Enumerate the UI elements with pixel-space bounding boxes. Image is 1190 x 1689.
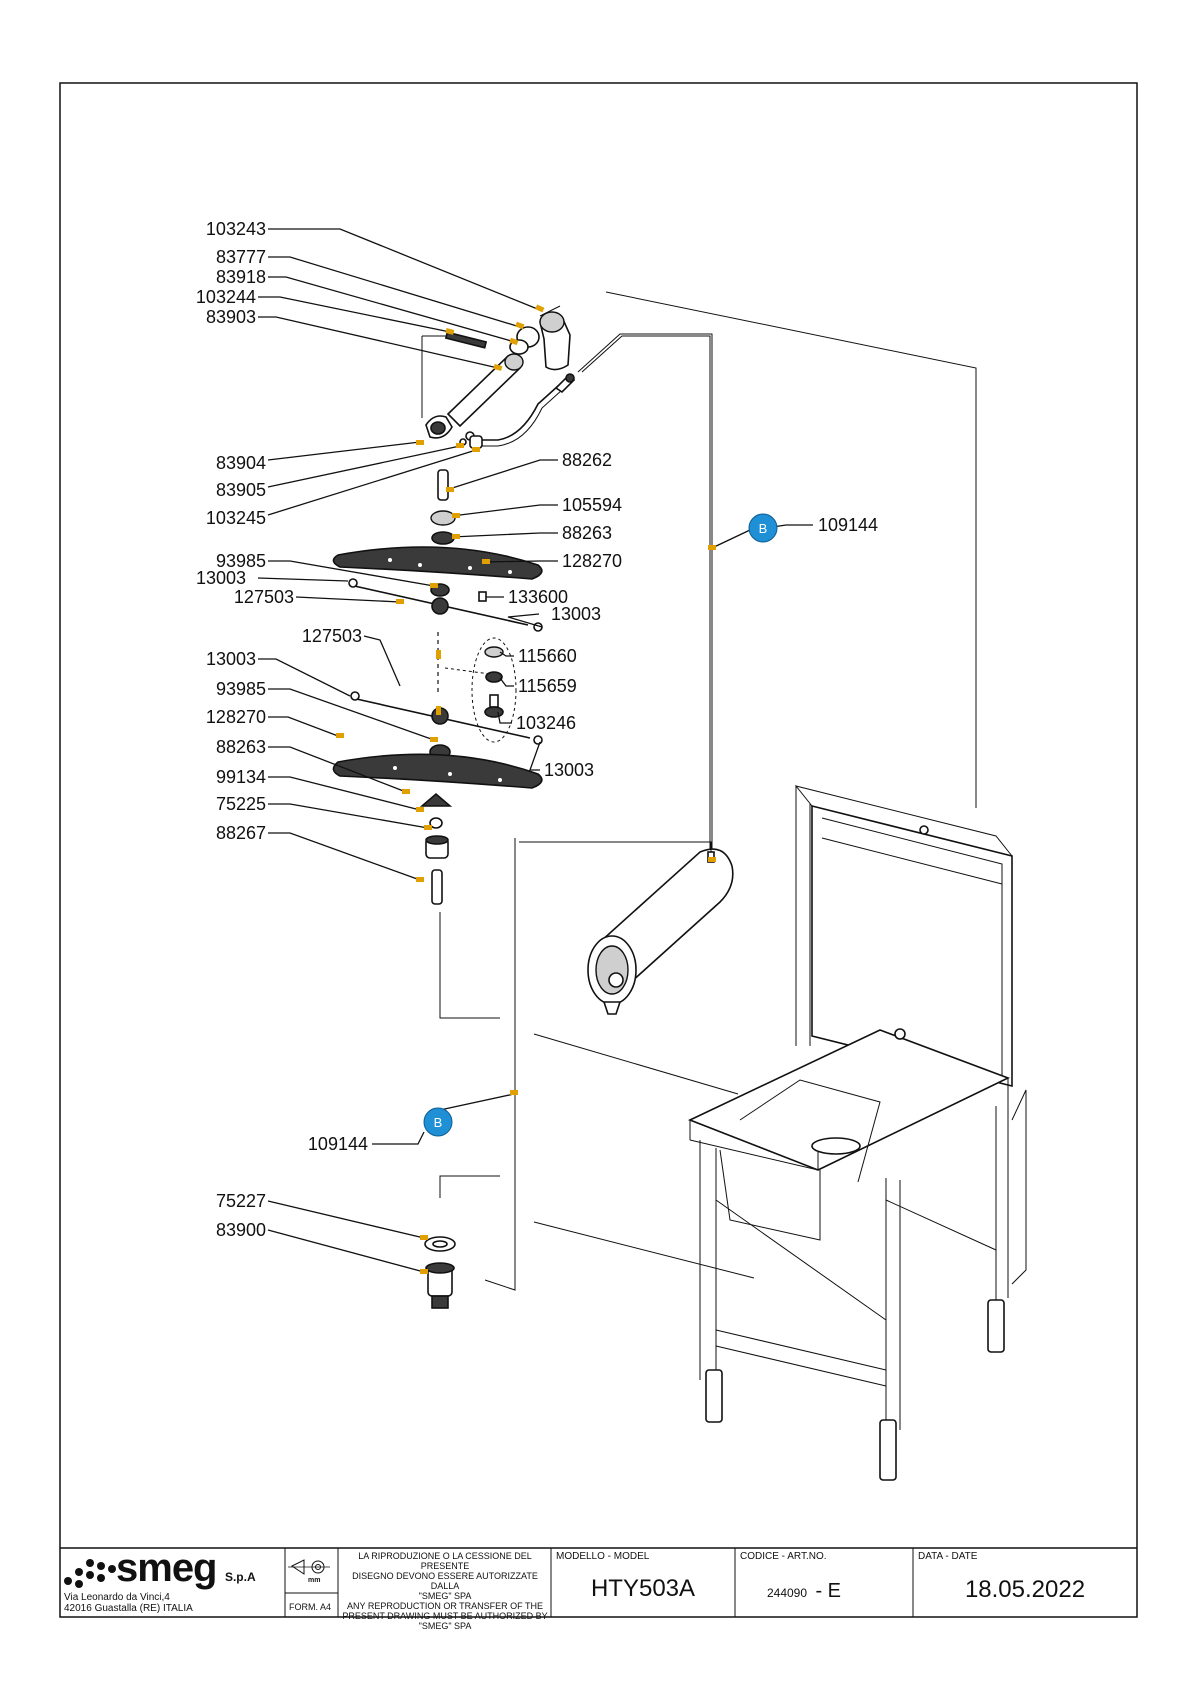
date-header: DATA - DATE (918, 1551, 978, 1562)
callout-label: 88267 (216, 823, 266, 843)
callout-label: 13003 (196, 568, 246, 588)
callout-label: 127503 (234, 587, 294, 607)
code-revision: - E (815, 1580, 842, 1602)
callout-label: 103243 (206, 219, 266, 239)
callout-label: 83905 (216, 480, 266, 500)
callout-label: 99134 (216, 767, 266, 787)
callout-label: 93985 (216, 551, 266, 571)
callout-label: 103246 (516, 713, 576, 733)
address-line-2: 42016 Guastalla (RE) ITALIA (64, 1603, 193, 1614)
wash-pipe-upper (469, 373, 576, 449)
main-hose-line (577, 333, 713, 854)
callout-label: 93985 (216, 679, 266, 699)
callout-label: 128270 (206, 707, 266, 727)
sheet-border (59, 82, 1138, 1618)
notice-line: "SMEG" SPA (418, 1621, 472, 1631)
code-value-row: 244090 - E (695, 1580, 913, 1603)
callout-label: 83900 (216, 1220, 266, 1240)
callout-label: 133600 (508, 587, 568, 607)
lower-spray-arm-assembly (332, 691, 543, 905)
pointer-arrows (336, 304, 716, 1274)
reference-badge: B (423, 1107, 453, 1137)
callout-label: 13003 (551, 604, 601, 624)
callout-label: 83904 (216, 453, 266, 473)
badge-circle (748, 513, 778, 543)
badge-letter: B (759, 521, 768, 536)
notice-line: PRESENT DRAWING MUST BE AUTHORIZED BY (342, 1611, 548, 1621)
code-cell: CODICE - ART.NO. 244090 - E (735, 1548, 913, 1617)
upper-spray-arm-assembly (332, 469, 543, 632)
address-line-1: Via Leonardo da Vinci,4 (64, 1592, 170, 1603)
callout-label: 115660 (518, 646, 577, 666)
callout-label: 83903 (206, 307, 256, 327)
heater-boiler (587, 848, 734, 1015)
date-value: 18.05.2022 (964, 1576, 1086, 1603)
smeg-logo-dots (64, 1559, 116, 1588)
callout-label: 105594 (562, 495, 622, 515)
callout-label: 128270 (562, 551, 622, 571)
code-value: 244090 (766, 1586, 808, 1600)
model-header: MODELLO - MODEL (556, 1551, 650, 1562)
notice-line: LA RIPRODUZIONE O LA CESSIONE DEL PRESEN… (358, 1551, 532, 1571)
model-value: HTY503A (590, 1575, 696, 1602)
code-header: CODICE - ART.NO. (740, 1551, 827, 1562)
company-brand: smeg S.p.A (116, 1548, 286, 1588)
callout-label: 88263 (562, 523, 612, 543)
brand-suffix: S.p.A (224, 1570, 256, 1584)
badge-letter: B (434, 1115, 443, 1130)
notice-line: ANY REPRODUCTION OR TRANSFER OF THE (346, 1601, 544, 1611)
notice-line: "SMEG" SPA (418, 1591, 472, 1601)
callout-labels: 103243 83777 83918 103244 83903 83904 83… (196, 219, 878, 1240)
format-label: FORM. A4 (289, 1602, 332, 1612)
bottom-fitting (424, 1236, 456, 1309)
callout-label: 75227 (216, 1191, 266, 1211)
callout-label: 103245 (206, 508, 266, 528)
reproduction-notice: LA RIPRODUZIONE O LA CESSIONE DEL PRESEN… (340, 1551, 550, 1631)
callout-label: 88262 (562, 450, 612, 470)
leader-lines (257, 228, 813, 1273)
callout-label: 115659 (518, 676, 577, 696)
brand-name: smeg (116, 1546, 217, 1590)
callout-label: 88263 (216, 737, 266, 757)
dishwasher-frame (539, 291, 1027, 1481)
title-block-frame (60, 1547, 1137, 1617)
callout-label: 75225 (216, 794, 266, 814)
reference-badge: B (748, 513, 778, 543)
lower-pipe-run (439, 838, 755, 1291)
callout-label: 127503 (302, 626, 362, 646)
callout-label: 103244 (196, 287, 256, 307)
callout-label: 13003 (206, 649, 256, 669)
model-cell: MODELLO - MODEL HTY503A (551, 1548, 735, 1617)
badge-circle (423, 1107, 453, 1137)
date-cell: DATA - DATE 18.05.2022 (913, 1548, 1137, 1617)
callout-label: 13003 (544, 760, 594, 780)
upper-elbow-assembly (421, 311, 571, 446)
callout-label: 109144 (308, 1134, 368, 1154)
unit-label: mm (308, 1577, 321, 1584)
callout-label: 83777 (216, 247, 266, 267)
callout-label: 83918 (216, 267, 266, 287)
notice-line: DISEGNO DEVONO ESSERE AUTORIZZATE DALLA (352, 1571, 538, 1591)
callout-label: 109144 (818, 515, 878, 535)
company-address: Via Leonardo da Vinci,4 42016 Guastalla … (64, 1592, 284, 1614)
